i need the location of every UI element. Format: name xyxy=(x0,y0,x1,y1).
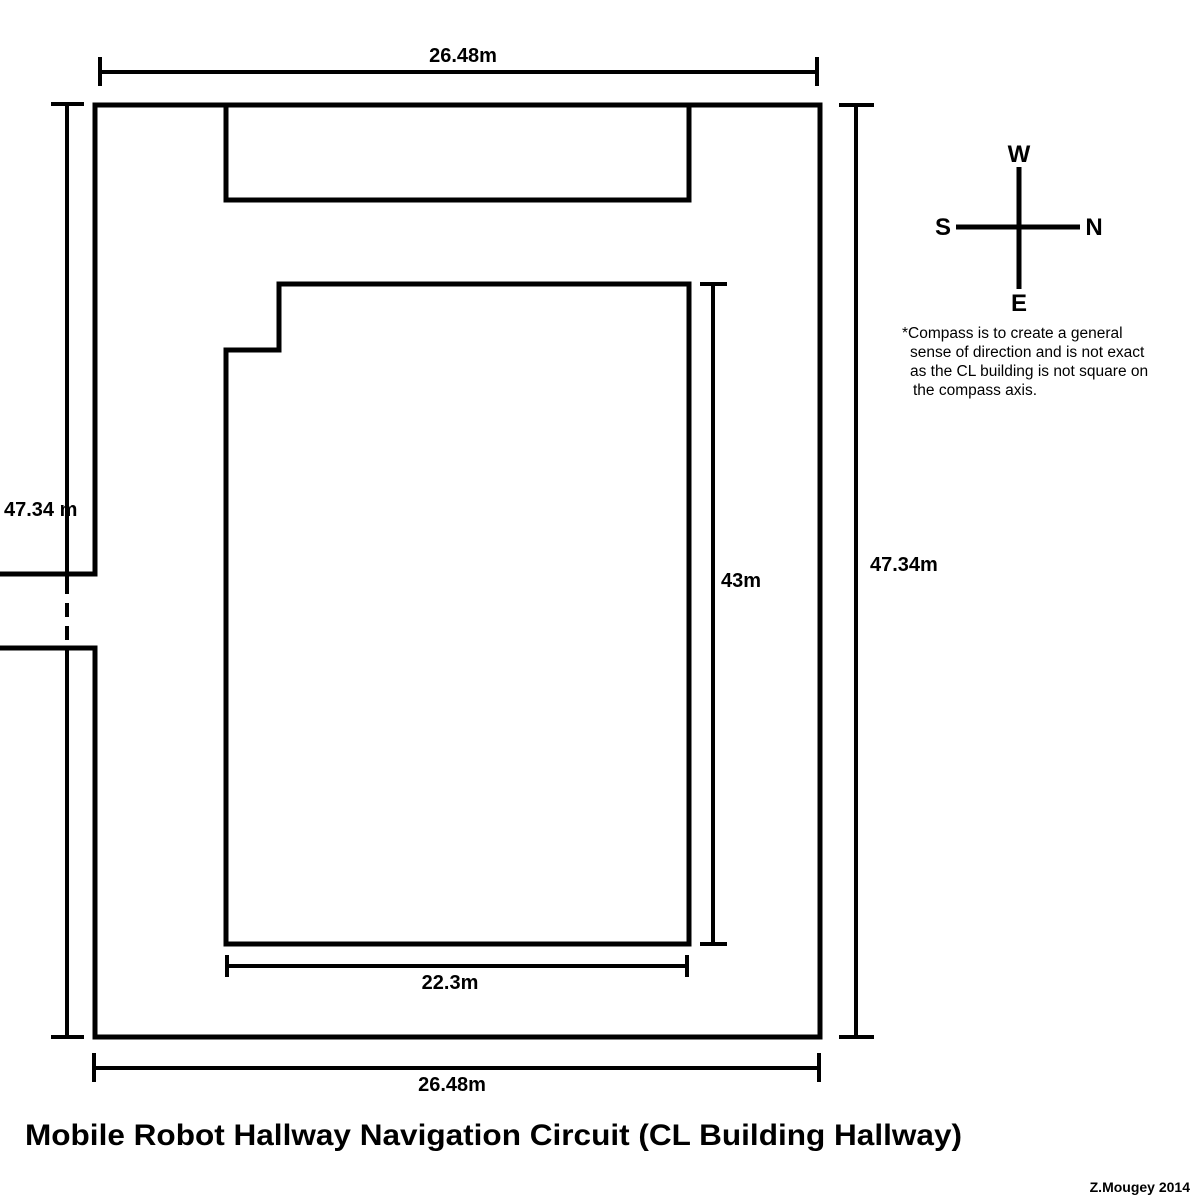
compass-note-line-3: as the CL building is not square on xyxy=(910,363,1148,380)
right-height-label: 47.34m xyxy=(870,554,938,576)
inner-height-label: 43m xyxy=(721,570,761,592)
inner-height-dimension xyxy=(700,282,727,946)
left-height-label: 47.34 m xyxy=(4,499,77,521)
compass-rose xyxy=(956,167,1080,289)
compass-east-label: E xyxy=(1011,290,1027,317)
inner-width-dimension xyxy=(225,955,689,977)
inner-width-label: 22.3m xyxy=(422,972,479,994)
compass-west-label: W xyxy=(1008,141,1031,168)
compass-north-label: N xyxy=(1085,214,1102,241)
bottom-width-dimension xyxy=(92,1053,821,1082)
top-inner-room xyxy=(223,102,692,203)
compass-note-line-4: the compass axis. xyxy=(913,382,1037,399)
central-block xyxy=(223,281,692,947)
top-width-dimension xyxy=(98,57,819,86)
right-height-dimension xyxy=(839,103,874,1039)
bottom-width-label: 26.48m xyxy=(418,1074,486,1096)
author-credit: Z.Mougey 2014 xyxy=(1090,1179,1191,1195)
compass-note: *Compass is to create a general sense of… xyxy=(902,325,1148,399)
outer-wall xyxy=(0,102,823,1040)
left-height-dimension xyxy=(51,102,84,1039)
compass-note-line-2: sense of direction and is not exact xyxy=(910,344,1145,361)
diagram-title: Mobile Robot Hallway Navigation Circuit … xyxy=(25,1119,962,1152)
compass-south-label: S xyxy=(935,214,951,241)
top-width-label: 26.48m xyxy=(429,45,497,67)
compass-note-line-1: *Compass is to create a general xyxy=(902,325,1123,342)
